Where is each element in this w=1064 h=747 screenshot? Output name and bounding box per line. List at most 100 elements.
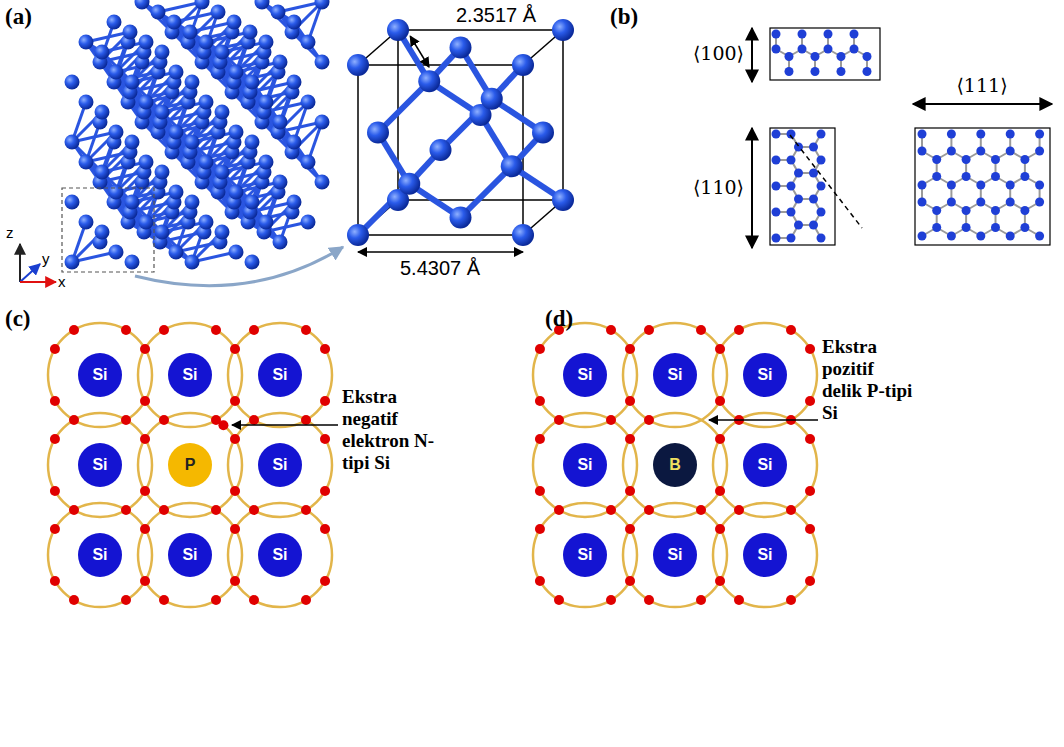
atom: [863, 67, 872, 76]
unit-cell: [347, 19, 574, 246]
atom: [229, 65, 244, 80]
electron: [554, 415, 564, 425]
atom: [1006, 147, 1015, 156]
electron: [625, 396, 635, 406]
atom: [125, 255, 140, 270]
valence-ring: [228, 323, 332, 427]
electron: [218, 420, 228, 430]
element-symbol: P: [185, 456, 196, 474]
electron: [230, 344, 240, 354]
atom: [932, 206, 941, 215]
atom: [794, 169, 803, 178]
crystal-directions: [770, 28, 1050, 245]
electron: [554, 505, 564, 515]
atom: [430, 139, 452, 161]
atom: [259, 95, 274, 110]
atom: [512, 224, 534, 246]
electron: [320, 576, 330, 586]
atom: [450, 37, 472, 59]
electron: [715, 486, 725, 496]
atom: [962, 155, 971, 164]
electron: [715, 576, 725, 586]
atom: [817, 234, 826, 243]
projected-lattice: [772, 130, 826, 243]
atom: [367, 122, 389, 144]
element-symbol: Si: [182, 546, 197, 564]
atom: [450, 207, 472, 229]
atom: [947, 198, 956, 207]
direction-arrow: [913, 103, 1052, 105]
valence-ring: [48, 413, 152, 517]
atom: [976, 198, 985, 207]
atom: [918, 198, 927, 207]
atom: [809, 143, 818, 152]
atom: [772, 45, 781, 54]
atom: [229, 125, 244, 140]
valence-ring: [713, 503, 817, 607]
atom: [787, 234, 796, 243]
atom: [95, 45, 110, 60]
atom: [787, 208, 796, 217]
electron: [644, 415, 654, 425]
atom: [271, 5, 286, 20]
atom: [229, 185, 244, 200]
electron: [50, 486, 60, 496]
atom: [787, 182, 796, 191]
atom: [863, 52, 872, 61]
element-symbol: Si: [92, 546, 107, 564]
atom: [1035, 232, 1044, 241]
electron: [606, 325, 616, 335]
atom: [315, 175, 330, 190]
element-symbol: Si: [272, 366, 287, 384]
view-frame: [770, 28, 880, 80]
valence-shells: [48, 323, 817, 607]
electron: [805, 344, 815, 354]
electron: [301, 505, 311, 515]
atom: [199, 155, 214, 170]
atom-circle: Si: [78, 533, 122, 577]
electron: [805, 576, 815, 586]
atom: [109, 245, 124, 260]
atom: [918, 147, 927, 156]
atom: [976, 181, 985, 190]
element-symbol: B: [669, 456, 681, 474]
atom: [273, 235, 288, 250]
atom: [811, 52, 820, 61]
element-symbol: Si: [577, 546, 592, 564]
atom: [315, 115, 330, 130]
atom: [139, 95, 154, 110]
atom: [1006, 181, 1015, 190]
atom: [991, 206, 1000, 215]
element-symbol: Si: [92, 366, 107, 384]
atom: [259, 155, 274, 170]
electron: [50, 344, 60, 354]
atom: [817, 208, 826, 217]
atom-circle: Si: [563, 533, 607, 577]
atom: [315, 0, 330, 10]
atom-circle: Si: [258, 533, 302, 577]
electron: [805, 486, 815, 496]
electron: [140, 396, 150, 406]
atom: [167, 15, 182, 30]
atom-circle: Si: [563, 443, 607, 487]
atom: [95, 225, 110, 240]
electron: [121, 325, 131, 335]
electron: [249, 505, 259, 515]
atom-circle: Si: [743, 353, 787, 397]
electron: [50, 576, 60, 586]
atom: [991, 172, 1000, 181]
atom: [155, 225, 170, 240]
atom: [918, 130, 927, 139]
valence-ring: [228, 503, 332, 607]
atom: [976, 130, 985, 139]
atom: [1020, 223, 1029, 232]
electron: [320, 434, 330, 444]
electron: [249, 325, 259, 335]
axis-label: x: [58, 273, 66, 290]
element-symbol: Si: [667, 366, 682, 384]
atom-circle: Si: [653, 533, 697, 577]
view-frame: [915, 128, 1050, 245]
electron: [696, 595, 706, 605]
atom: [991, 155, 1000, 164]
electron: [535, 486, 545, 496]
